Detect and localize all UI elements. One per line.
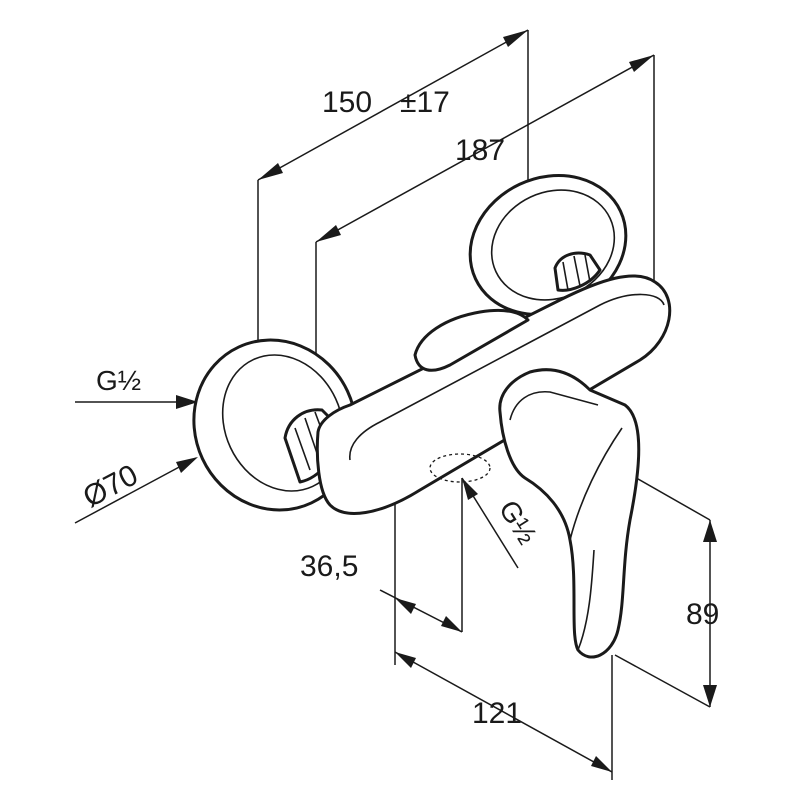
dim-line-187 xyxy=(315,54,655,243)
label-lever-height: 89 xyxy=(686,598,719,631)
arrow-89-bottom xyxy=(703,685,717,707)
right-rosette xyxy=(468,173,628,317)
label-inlet-thread: G½ xyxy=(96,365,141,396)
dim-line-150 xyxy=(257,29,529,181)
label-outlet-thread: G½ xyxy=(493,495,543,550)
dim-line-121 xyxy=(394,651,613,773)
arrow-36-5-right xyxy=(441,616,462,632)
label-overall-width: 187 xyxy=(455,134,505,167)
arrow-121-left xyxy=(395,652,416,668)
arrow-outlet-thread xyxy=(462,478,478,500)
label-rosette-diameter: Ø70 xyxy=(78,458,144,514)
label-outlet-offset: 36,5 xyxy=(300,550,358,583)
dimension-lines xyxy=(74,29,717,780)
mixer-body xyxy=(315,274,672,515)
arrow-inlet-thread xyxy=(176,395,198,409)
arrow-89-top xyxy=(703,520,717,542)
label-projection: 121 xyxy=(472,697,522,730)
label-connection-centres: 150 xyxy=(322,86,372,119)
arrow-rosette-diameter xyxy=(176,457,198,473)
arrow-121-right xyxy=(591,756,612,772)
arrow-150-left xyxy=(258,163,283,180)
ext-line-89-bottom xyxy=(614,654,711,708)
arrow-150-right xyxy=(503,30,528,47)
lever-handle xyxy=(498,368,641,659)
body-top-hump xyxy=(413,308,530,372)
leader-rosette-diameter xyxy=(74,457,197,524)
arrow-36-5-left xyxy=(395,598,416,614)
faucet-assembly xyxy=(192,173,672,659)
outlet-thread-circle xyxy=(429,453,491,483)
arrow-187-right xyxy=(629,55,654,72)
arrow-187-left xyxy=(316,225,341,242)
label-connection-tolerance: ±17 xyxy=(400,86,450,119)
